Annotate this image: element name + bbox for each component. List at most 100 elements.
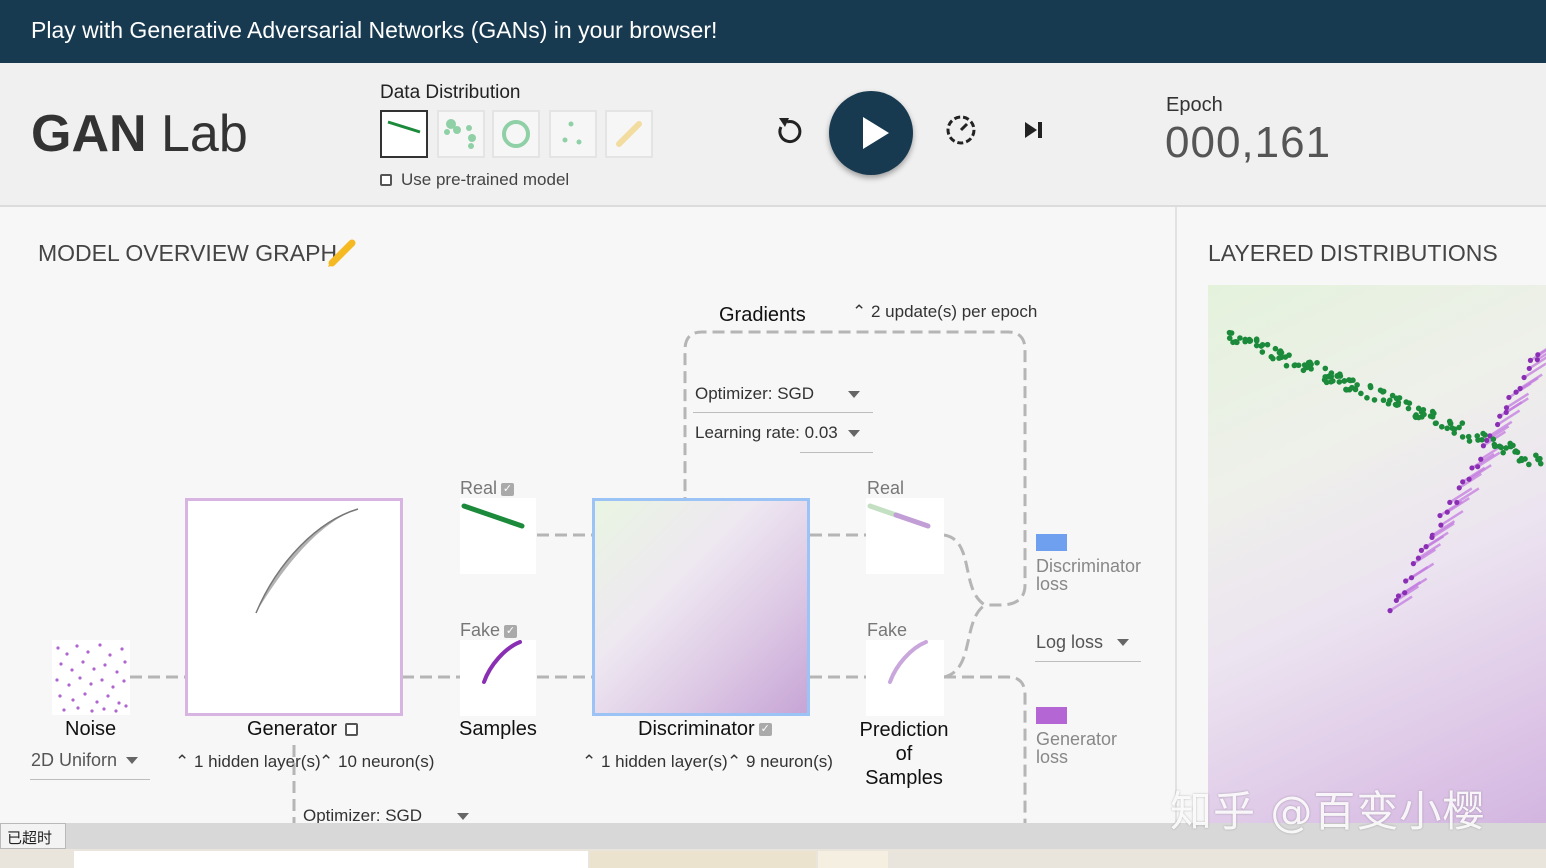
taskbar-tab[interactable] xyxy=(818,851,888,868)
fake-point xyxy=(1487,433,1493,439)
model-overview-title: MODEL OVERVIEW GRAPH xyxy=(38,240,338,266)
real-point xyxy=(1421,411,1427,418)
loss-type-value: Log loss xyxy=(1036,632,1104,652)
updates-per-epoch-stepper[interactable]: ⌃ 2 update(s) per epoch xyxy=(852,302,1037,322)
layered-distributions-title: LAYERED DISTRIBUTIONS xyxy=(1208,240,1498,266)
fake-point xyxy=(1513,389,1519,395)
real-point xyxy=(1247,337,1254,344)
gradient-arrow xyxy=(1537,348,1546,356)
fake-point xyxy=(1466,476,1472,482)
real-point xyxy=(1304,364,1310,371)
fake-point xyxy=(1444,509,1450,515)
loss-type-select[interactable]: Log loss xyxy=(1036,632,1103,653)
real-point xyxy=(1466,438,1473,444)
disc-optimizer-select[interactable]: Optimizer: SGD xyxy=(695,384,814,404)
discriminator-checkbox[interactable]: ✓ xyxy=(758,723,772,737)
real-point xyxy=(1459,434,1466,440)
distribution-ring-option[interactable] xyxy=(492,110,540,158)
fake-point xyxy=(1478,456,1484,462)
watermark: 知乎 @百变小樱 xyxy=(1170,787,1486,836)
gradient-arrow xyxy=(1505,392,1530,409)
real-point xyxy=(1451,430,1458,436)
play-button[interactable] xyxy=(829,91,913,175)
reset-button[interactable] xyxy=(773,113,805,152)
logo-light: Lab xyxy=(161,105,248,163)
fake-point xyxy=(1526,365,1532,372)
taskbar-tab[interactable] xyxy=(590,851,816,868)
distribution-line-option[interactable] xyxy=(380,110,428,158)
real-samples-plot xyxy=(460,498,536,574)
generator-loss-label: Generator loss xyxy=(1036,730,1117,766)
fake-point xyxy=(1437,512,1443,519)
chevron-down-icon xyxy=(457,813,469,820)
learning-rate-select[interactable]: Learning rate: 0.03 xyxy=(695,423,838,443)
slow-motion-icon xyxy=(946,115,976,145)
edit-graph-button[interactable] xyxy=(326,235,358,274)
taskbar-tab[interactable] xyxy=(74,851,588,868)
gradient-arrow xyxy=(1528,356,1546,370)
distribution-dots-option[interactable] xyxy=(549,110,597,158)
discriminator-loss-label: Discriminator loss xyxy=(1036,557,1141,593)
real-point xyxy=(1492,443,1499,449)
select-underline xyxy=(693,412,873,413)
discriminator-box[interactable] xyxy=(592,498,810,716)
generator-box[interactable] xyxy=(185,498,403,716)
generator-layers-stepper[interactable]: ⌃ 1 hidden layer(s) xyxy=(175,752,321,772)
generator-checkbox[interactable] xyxy=(344,723,358,737)
clusters-distribution-icon xyxy=(444,119,476,149)
gradient-arrow xyxy=(1431,522,1455,539)
real-point xyxy=(1459,420,1466,426)
fake-samples-plot xyxy=(460,640,536,716)
discriminator-layers-stepper[interactable]: ⌃ 1 hidden layer(s) xyxy=(582,752,728,772)
select-underline xyxy=(30,779,150,780)
fake-point xyxy=(1393,597,1399,604)
real-point xyxy=(1226,335,1233,341)
noise-distribution-select[interactable]: 2D Uniforn xyxy=(31,750,117,771)
pretrained-checkbox[interactable] xyxy=(380,174,392,186)
pretrained-toggle[interactable]: Use pre-trained model xyxy=(380,170,569,190)
real-point xyxy=(1438,423,1445,430)
gradient-arrow xyxy=(1446,497,1470,514)
real-point xyxy=(1367,384,1374,391)
select-underline xyxy=(1035,661,1141,662)
real-samples-checkbox[interactable]: ✓ xyxy=(501,482,515,496)
noise-label: Noise xyxy=(65,718,117,740)
distribution-draw-option[interactable] xyxy=(605,110,653,158)
stepper-icon: ⌃ xyxy=(175,752,190,771)
real-point xyxy=(1519,457,1525,464)
generator-neurons-stepper[interactable]: ⌃ 10 neuron(s) xyxy=(319,752,434,772)
chevron-down-icon xyxy=(126,757,138,764)
slow-motion-button[interactable] xyxy=(944,113,978,152)
fake-samples-checkbox[interactable]: ✓ xyxy=(504,624,518,638)
fake-samples-label: Fake✓ xyxy=(460,620,518,641)
generator-optimizer-label: Optimizer: xyxy=(303,806,381,825)
real-point xyxy=(1272,345,1279,352)
discriminator-loss-line2: loss xyxy=(1036,574,1069,594)
gradients-label: Gradients xyxy=(719,304,806,326)
discriminator-neurons-stepper[interactable]: ⌃ 9 neuron(s) xyxy=(727,752,833,772)
timeout-badge: 已超时 xyxy=(0,823,66,849)
brush-icon xyxy=(616,121,642,147)
generator-optimizer-select[interactable]: Optimizer: SGD xyxy=(303,806,422,826)
generator-loss-swatch xyxy=(1036,707,1067,724)
fake-point xyxy=(1408,575,1415,581)
real-point xyxy=(1259,341,1266,348)
play-icon xyxy=(863,117,889,149)
generator-label-text: Generator xyxy=(247,718,338,740)
prediction-fake-scatter xyxy=(888,640,928,684)
generator-optimizer-value: SGD xyxy=(385,806,423,825)
real-samples-label: Real✓ xyxy=(460,478,515,499)
distribution-clusters-option[interactable] xyxy=(437,110,485,158)
real-point xyxy=(1465,433,1472,440)
real-point xyxy=(1406,400,1413,406)
step-button[interactable] xyxy=(1022,119,1046,148)
fake-point xyxy=(1410,561,1416,567)
gradient-arrow xyxy=(1456,487,1480,504)
discriminator-label: Discriminator✓ xyxy=(638,718,772,741)
real-point xyxy=(1232,339,1239,345)
real-point xyxy=(1276,349,1283,356)
fake-point xyxy=(1506,394,1512,401)
learning-rate-value: 0.03 xyxy=(804,423,838,442)
graph-connectors xyxy=(130,330,1027,825)
real-point xyxy=(1349,384,1355,391)
